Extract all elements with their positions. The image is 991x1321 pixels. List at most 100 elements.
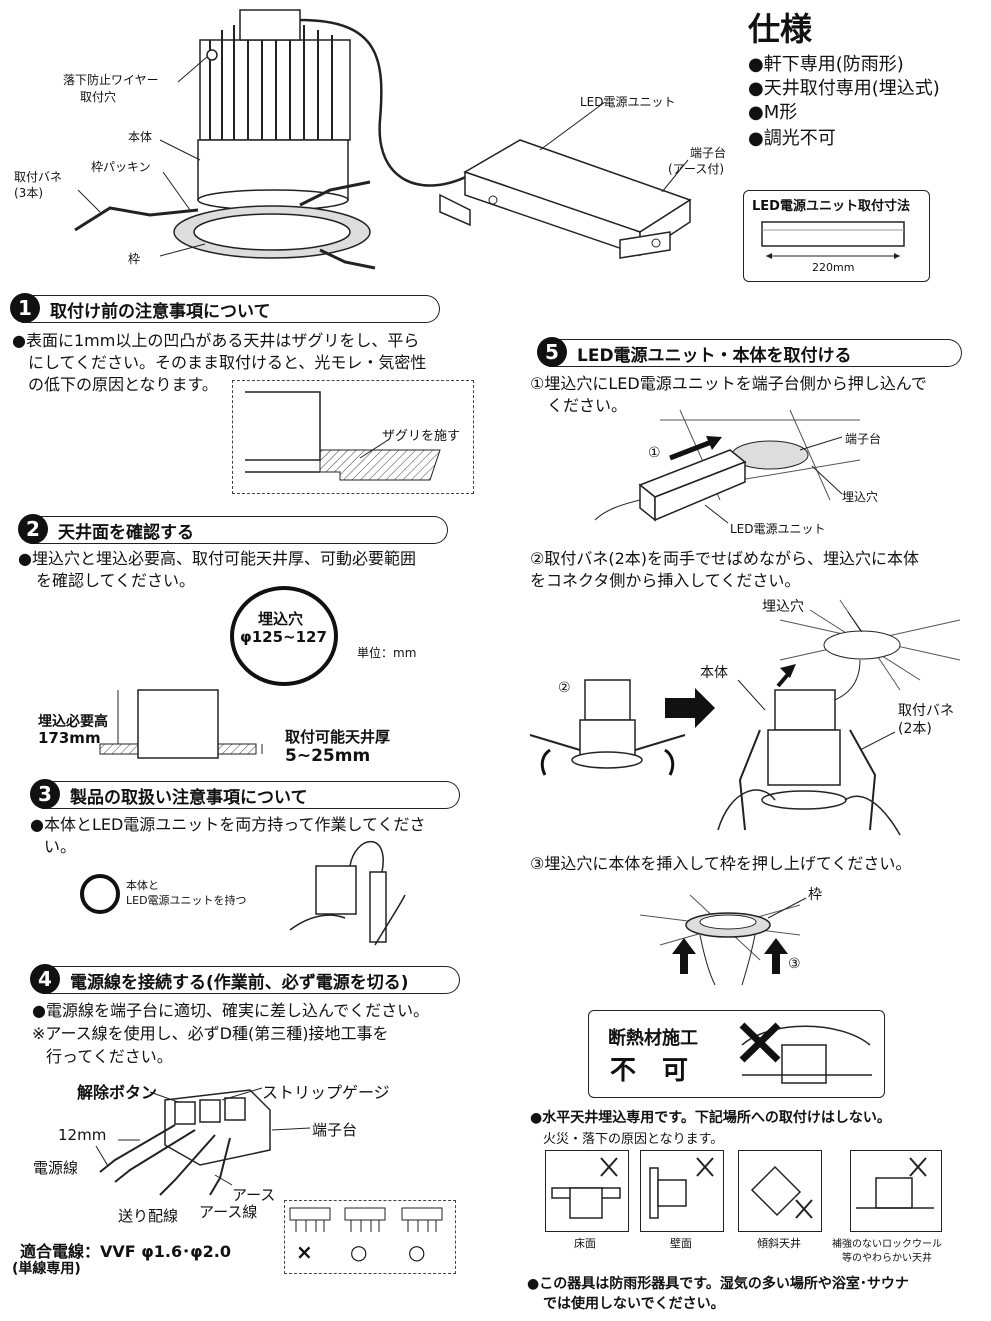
place-soft-label: 補強のないロックウール (832, 1239, 942, 1250)
section-2-header: 2 天井面を確認する (18, 514, 448, 544)
s5-step2: をコネクタ側から挿入してください。 (530, 571, 801, 590)
rainproof-note2: では使用しないでください。 (543, 1296, 725, 1312)
wiring-examples (289, 1207, 443, 1232)
earth-label: (アース付) (668, 162, 725, 176)
spec-item: ●天井取付専用(埋込式) (748, 78, 940, 99)
hold-label: 本体と (126, 879, 159, 892)
fixture-diagram (74, 9, 692, 270)
gasket-label: 枠パッキン (91, 160, 151, 174)
section-3-number: 3 (30, 779, 60, 809)
thickness-value: 5~25mm (285, 746, 371, 766)
insulation-warning-text: 不 可 (610, 1056, 689, 1086)
power-line-label: 電源線 (33, 1159, 79, 1177)
s4-text1: ●電源線を端子台に適切、確実に差し込んでください。 (32, 1001, 430, 1020)
terminal-diagram (95, 1087, 311, 1196)
step1-psu-label: LED電源ユニット (730, 522, 826, 536)
spec-item: ●調光不可 (748, 128, 836, 149)
place-soft-label2: 等のやわらかい天井 (842, 1253, 932, 1264)
horizontal-only-note: ●水平天井埋込専用です。下記場所への取付けはしない。 (530, 1110, 891, 1126)
section-2-number: 2 (18, 514, 48, 544)
section-4-header: 4 電源線を接続する(作業前、必ず電源を切る) (30, 964, 460, 994)
spec-title: 仕様 (748, 10, 813, 48)
step1-terminal-label: 端子台 (845, 432, 882, 446)
section-4-title: 電源線を接続する(作業前、必ず電源を切る) (70, 973, 409, 993)
step1-diagram (594, 409, 861, 524)
wire-hole-label: 落下防止ワイヤー (63, 73, 159, 87)
wire-spec: 適合電線：VVF φ1.6･φ2.0 (20, 1242, 231, 1261)
release-label: 解除ボタン (77, 1083, 158, 1102)
psu-dim-value: 220mm (812, 261, 855, 274)
earth-wire-label: アース線 (199, 1203, 258, 1221)
section-5-header: 5 LED電源ユニット・本体を取付ける (537, 337, 962, 367)
wiring-mark-ok: ○ (350, 1240, 368, 1264)
step3-diagram (639, 894, 807, 986)
hole-dim: φ125~127 (240, 628, 327, 646)
send-wire-label: 送り配線 (118, 1207, 179, 1225)
zaguri-box (232, 380, 474, 494)
step2-spring-label: 取付バネ (898, 703, 954, 719)
s1-text: の低下の原因となります。 (28, 375, 218, 394)
wiring-mark-ng: × (296, 1240, 313, 1264)
section-4-number: 4 (30, 964, 60, 994)
s4-text2: ※アース線を使用し、必ずD種(第三種)接地工事を (32, 1024, 389, 1043)
section-1-number: 1 (10, 293, 40, 323)
section-2-title: 天井面を確認する (58, 523, 194, 543)
step1-hole-label: 埋込穴 (842, 490, 879, 504)
hole-circle (230, 586, 338, 686)
place-soft-ceiling-box (850, 1150, 942, 1232)
hold-circle (80, 874, 120, 914)
insulation-warning-box (588, 1010, 885, 1098)
section-1-header: 1 取付け前の注意事項について (10, 293, 440, 323)
step2-body-label: 本体 (700, 665, 728, 681)
insulation-warning-title: 断熱材施工 (608, 1028, 698, 1049)
s1-text: にしてください。そのまま取付けると、光モレ・気密性 (28, 353, 427, 372)
place-slope-box (738, 1150, 822, 1232)
single-wire-note: (単線専用) (12, 1261, 81, 1277)
s2-text: ●埋込穴と埋込必要高、取付可能天井厚、可動必要範囲 (18, 549, 416, 568)
step2-spring-count: (2本) (898, 721, 932, 737)
spec-item: ●軒下専用(防雨形) (748, 54, 904, 75)
wire-hole-label2: 取付穴 (80, 90, 117, 104)
psu-label: LED電源ユニット (580, 95, 676, 109)
section-3-title: 製品の取扱い注意事項について (70, 788, 308, 808)
place-wall-box (640, 1150, 724, 1232)
wiring-mark-ok: ○ (408, 1240, 426, 1264)
place-slope-label: 傾斜天井 (757, 1237, 801, 1250)
section-1-title: 取付け前の注意事項について (50, 302, 271, 322)
hold-diagram (289, 841, 406, 946)
height-label: 埋込必要高 (38, 714, 108, 730)
spec-item: ●M形 (748, 102, 798, 123)
s3-text: ●本体とLED電源ユニットを両方持って作業してくださ (30, 815, 426, 834)
step2-hole-label: 埋込穴 (762, 599, 804, 615)
section-5-title: LED電源ユニット・本体を取付ける (577, 346, 852, 366)
hole-label: 埋込穴 (258, 610, 304, 628)
strip-label: ストリップゲージ (262, 1083, 390, 1102)
step2-circle: ② (558, 680, 571, 696)
height-diagram (99, 689, 263, 759)
s5-step1: ①埋込穴にLED電源ユニットを端子台側から押し込んで (530, 374, 927, 393)
spring-label: 取付バネ (14, 170, 63, 184)
wiring-examples-box (284, 1200, 456, 1274)
cause-note: 火災・落下の原因となります。 (543, 1132, 724, 1147)
unit-label: 単位：mm (357, 646, 417, 660)
rainproof-note: ●この器具は防雨形器具です。湿気の多い場所や浴室･サウナ (527, 1276, 909, 1292)
step3-frame-label: 枠 (808, 887, 822, 903)
thickness-label: 取付可能天井厚 (285, 728, 391, 746)
spring-count-label: (3本) (14, 186, 43, 200)
s5-step2: ②取付バネ(2本)を両手でせばめながら、埋込穴に本体 (530, 549, 920, 568)
psu-dim-box (743, 190, 930, 282)
terminal-block-label: 端子台 (312, 1121, 358, 1139)
s5-step1: ください。 (547, 396, 628, 415)
s4-text3: 行ってください。 (46, 1047, 173, 1066)
place-floor-label: 床面 (574, 1237, 596, 1250)
s5-step3: ③埋込穴に本体を挿入して枠を押し上げてください。 (530, 854, 912, 873)
body-label: 本体 (128, 130, 153, 144)
s1-text: ●表面に1mm以上の凹凸がある天井はザグリをし、平ら (12, 331, 420, 350)
height-value: 173mm (38, 729, 101, 747)
insulation-diagram (739, 1022, 872, 1084)
psu-dim-drawing (761, 221, 905, 259)
section-3-header: 3 製品の取扱い注意事項について (30, 779, 460, 809)
strip-length: 12mm (58, 1126, 107, 1144)
step2-diagram (529, 599, 961, 836)
earth-term-label: アース (232, 1186, 276, 1204)
